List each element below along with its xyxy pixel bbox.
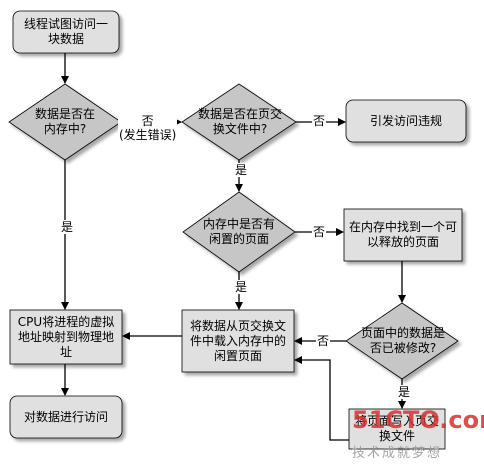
- edge-label-no-modified-text: 否: [317, 334, 330, 348]
- arrow-write-to-load: [294, 356, 349, 441]
- node-load-page: 将数据从页交换文件中载入内存中的闲置页面: [188, 312, 288, 370]
- edge-label-no-violation-text: 否: [313, 114, 326, 128]
- node-write-page-text: 将页面写入页交换文件: [354, 414, 439, 443]
- node-access: 对数据进行访问: [14, 398, 118, 436]
- edge-label-yes-freepage: 是: [234, 280, 249, 294]
- node-start-text: 线程试图访问一块数据: [23, 17, 108, 46]
- edge-label-yes-swap-text: 是: [235, 163, 248, 177]
- node-violation-text: 引发访问违规: [369, 113, 442, 128]
- node-write-page-box: [348, 408, 446, 450]
- edge-label-yes-modified: 是: [397, 385, 412, 399]
- node-start: 线程试图访问一块数据: [22, 13, 110, 51]
- node-load-page-text: 将数据从页交换文件中载入内存中的闲置页面: [189, 318, 286, 363]
- node-find-page: 在内存中找到一个可以释放的页面: [348, 211, 458, 259]
- node-load-page-box: [181, 309, 295, 373]
- edge-label-no-fault-text: 否 (发生错误): [119, 114, 177, 142]
- edge-label-no-fault: 否 (发生错误): [118, 114, 178, 142]
- node-free-page-text: 内存中是否有闲置的页面: [202, 217, 275, 246]
- edge-label-no-freepage-text: 否: [313, 225, 326, 239]
- edge-label-yes-memory: 是: [60, 220, 75, 234]
- edge-label-no-freepage: 否: [312, 225, 327, 239]
- node-find-page-text: 在内存中找到一个可以释放的页面: [348, 220, 457, 249]
- edge-label-yes-memory-text: 是: [61, 220, 74, 234]
- node-access-text: 对数据进行访问: [23, 409, 108, 424]
- node-find-page-box: [343, 208, 463, 262]
- edge-label-yes-swap: 是: [234, 163, 249, 177]
- node-free-page: 内存中是否有闲置的页面: [200, 212, 278, 252]
- node-in-swap-text: 数据是否在页交换文件中?: [198, 107, 283, 136]
- node-in-memory-text: 数据是否在内存中?: [34, 107, 95, 136]
- node-violation-box: [345, 99, 467, 143]
- node-modified: 页面中的数据是否已被修改?: [360, 321, 446, 361]
- node-map-address: CPU将进程的虚拟地址映射到物理地址: [14, 312, 118, 362]
- node-violation: 引发访问违规: [348, 102, 464, 140]
- edge-label-no-modified: 否: [316, 334, 331, 348]
- edge-label-no-violation: 否: [312, 114, 327, 128]
- node-in-memory: 数据是否在内存中?: [30, 102, 100, 142]
- node-in-swap: 数据是否在页交换文件中?: [198, 102, 282, 142]
- node-write-page: 将页面写入页交换文件: [352, 411, 442, 447]
- edge-label-yes-modified-text: 是: [398, 385, 411, 399]
- node-map-address-text: CPU将进程的虚拟地址映射到物理地址: [17, 314, 115, 359]
- watermark-tagline: 技术成就梦想: [352, 446, 443, 461]
- watermark-brand: 51CTO.com: [352, 406, 484, 434]
- node-start-box: [12, 10, 120, 54]
- node-access-box: [9, 395, 123, 439]
- node-modified-text: 页面中的数据是否已被修改?: [360, 326, 445, 355]
- edge-label-yes-freepage-text: 是: [235, 280, 248, 294]
